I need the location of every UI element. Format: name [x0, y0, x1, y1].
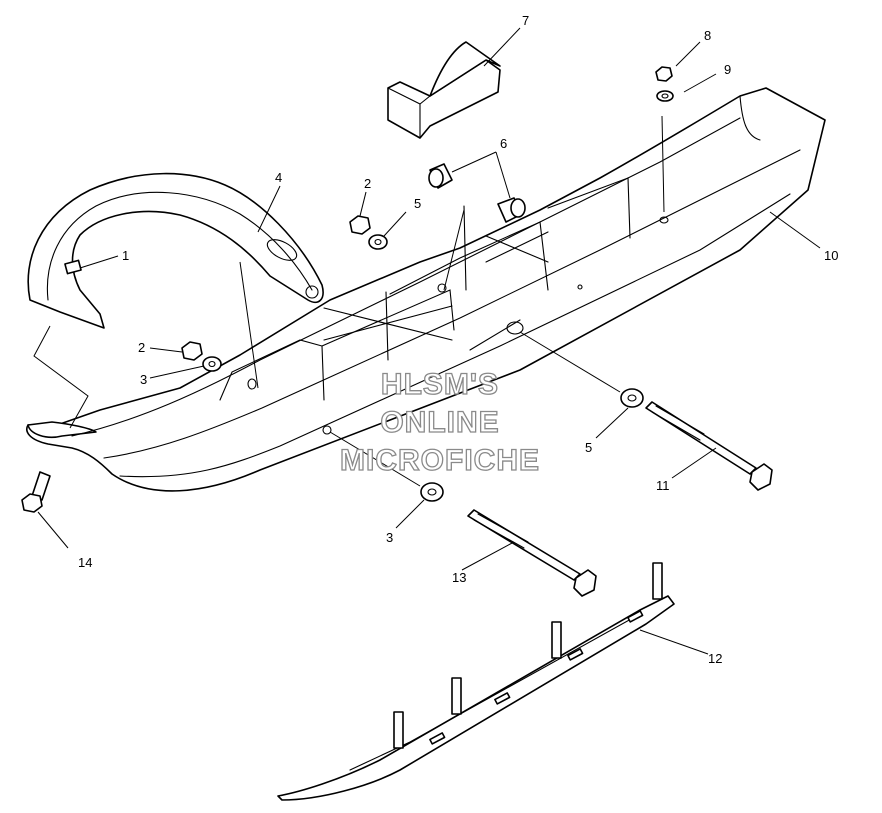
callout-14: 14	[78, 555, 92, 570]
callout-3-left: 3	[140, 372, 147, 387]
callout-9: 9	[724, 62, 731, 77]
watermark-line-1: HLSM'S	[381, 368, 499, 401]
ski-handle-loop	[27, 172, 324, 329]
leader-lines	[33, 27, 821, 655]
ski-skag	[277, 562, 675, 801]
bolts	[21, 401, 773, 597]
watermark-line-2: ONLINE	[380, 406, 499, 439]
bushing-pair	[428, 163, 526, 223]
callout-2-top: 2	[364, 176, 371, 191]
callout-7: 7	[522, 13, 529, 28]
ski-body	[26, 87, 826, 492]
watermark: HLSM'S ONLINE MICROFICHE	[339, 367, 540, 477]
callout-5-top: 5	[414, 196, 421, 211]
callout-2-left: 2	[138, 340, 145, 355]
callout-5-right: 5	[585, 440, 592, 455]
callout-4: 4	[275, 170, 282, 185]
callout-11: 11	[656, 478, 670, 493]
lock-nuts	[181, 66, 673, 361]
callout-13: 13	[452, 570, 466, 585]
callout-6: 6	[500, 136, 507, 151]
wear-pad	[387, 41, 501, 139]
callout-10: 10	[824, 248, 838, 263]
watermark-line-3: MICROFICHE	[340, 444, 540, 477]
callout-labels: 1 2 2 3 3 4 5 5 6 7 8 9 10 11 12 13 14	[78, 13, 838, 666]
callout-12: 12	[708, 651, 722, 666]
washers	[202, 90, 674, 502]
callout-1: 1	[122, 248, 129, 263]
callout-3-bottom: 3	[386, 530, 393, 545]
callout-8: 8	[704, 28, 711, 43]
